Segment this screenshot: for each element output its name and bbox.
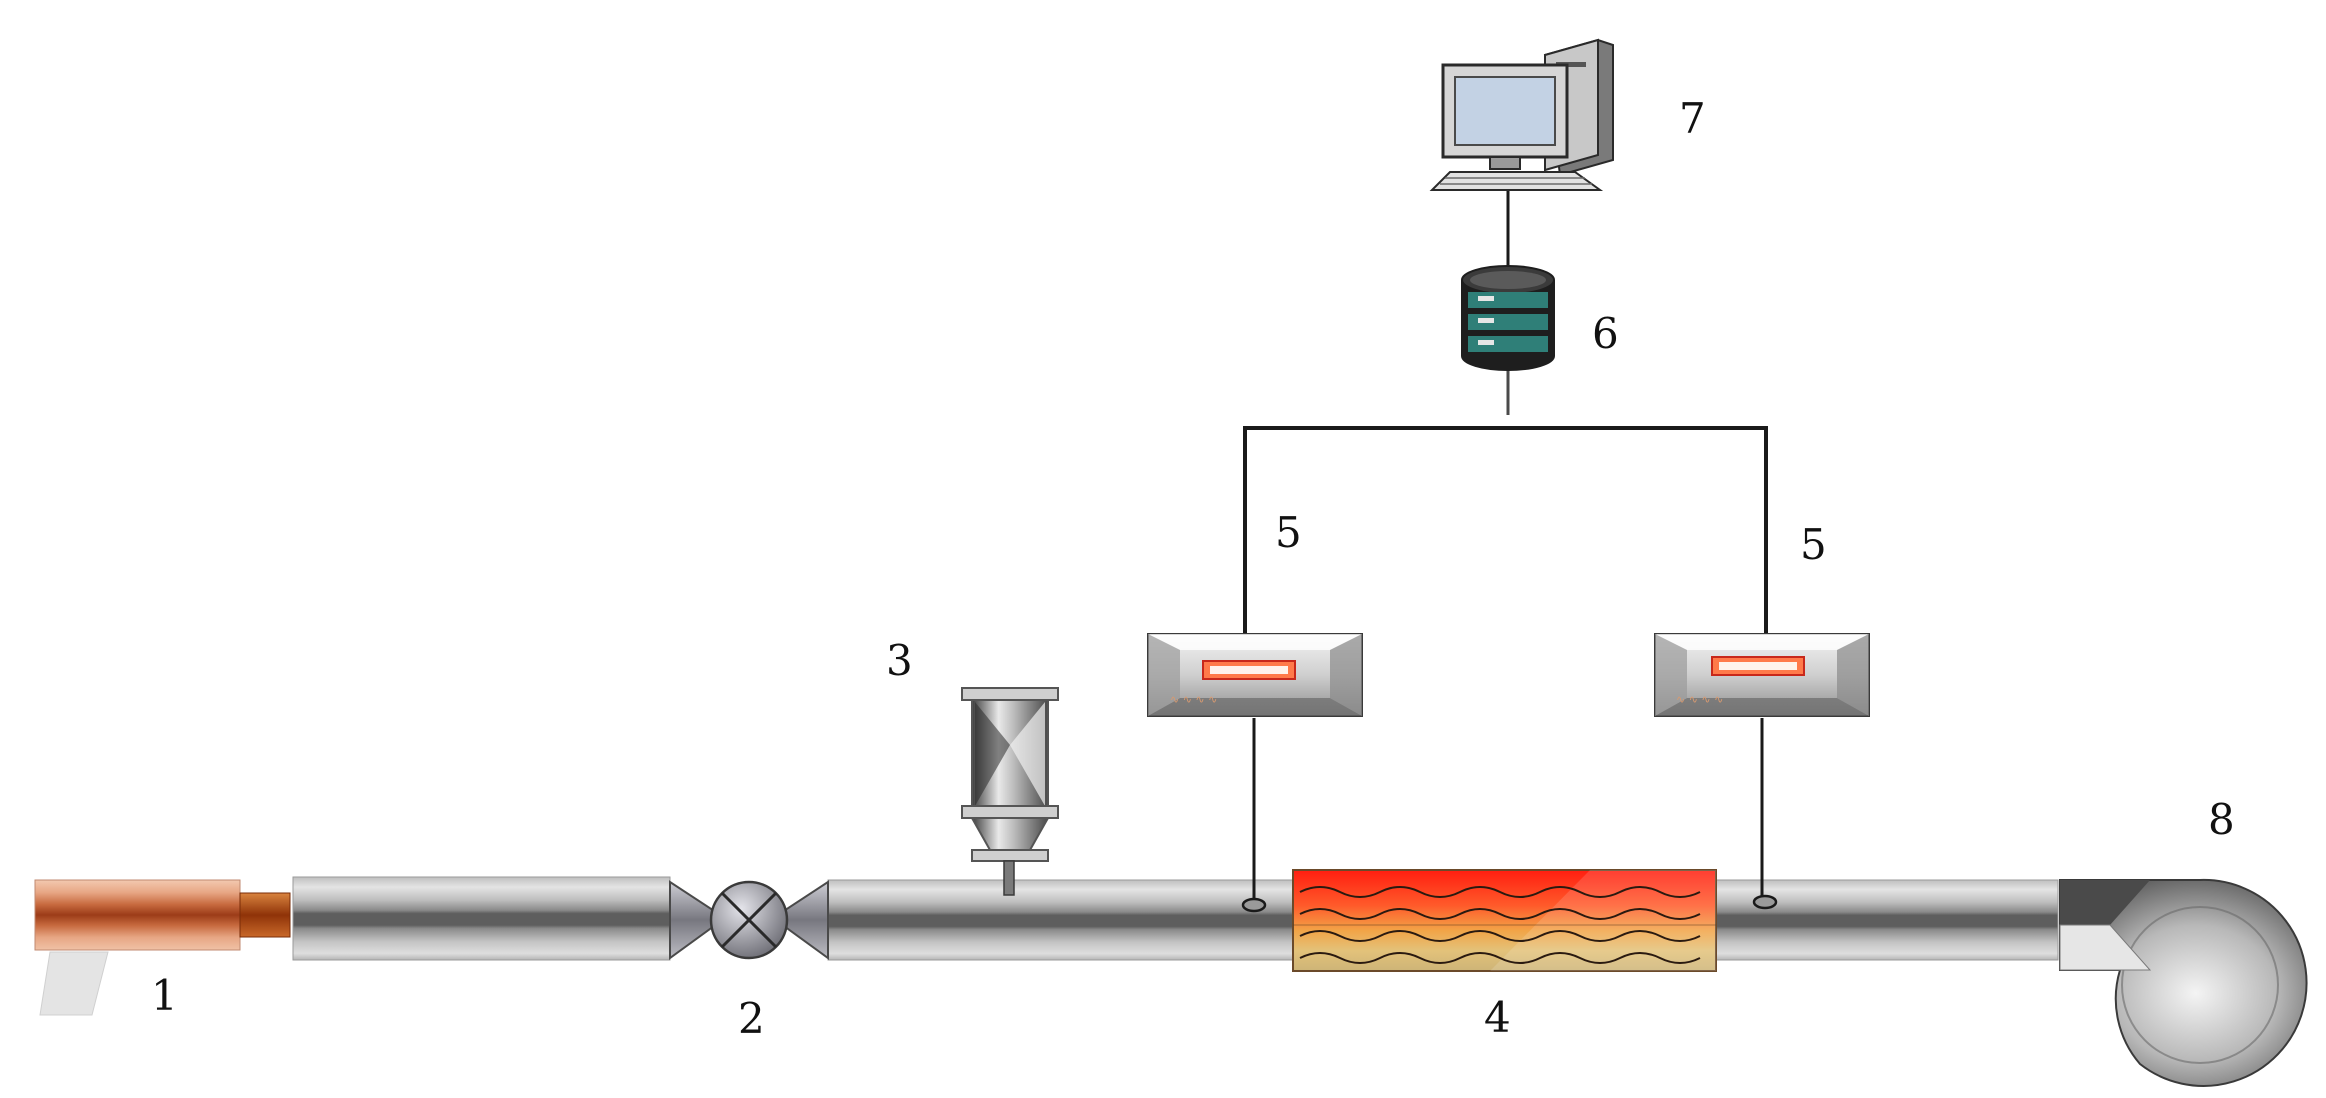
sensor-right-icon: ∿ ∿ ∿ ∿ [1654,633,1870,717]
heater-icon [1292,869,1717,972]
probe-right [1752,718,1778,910]
label-5-left: 5 [1275,508,1302,557]
label-4: 4 [1484,993,1511,1042]
sensor-left-icon: ∿ ∿ ∿ ∿ [1147,633,1363,717]
label-6: 6 [1592,309,1619,358]
injector-icon [961,687,1059,896]
svg-text:∿ ∿ ∿ ∿: ∿ ∿ ∿ ∿ [1676,693,1723,706]
label-2: 2 [738,994,765,1043]
pipe-inlet [292,876,671,961]
fan-icon [2059,878,2308,1087]
probe-left [1241,718,1267,913]
database-icon [1461,265,1555,371]
svg-text:∿ ∿ ∿ ∿: ∿ ∿ ∿ ∿ [1170,693,1217,706]
label-5-right: 5 [1800,520,1827,569]
heat-gun-icon [34,879,291,1016]
valve-icon [669,880,829,960]
label-7: 7 [1679,94,1706,143]
computer-icon [1429,38,1614,191]
label-1: 1 [151,971,178,1020]
label-8: 8 [2208,795,2235,844]
label-3: 3 [886,636,913,685]
signal-wiring [1243,190,1768,640]
